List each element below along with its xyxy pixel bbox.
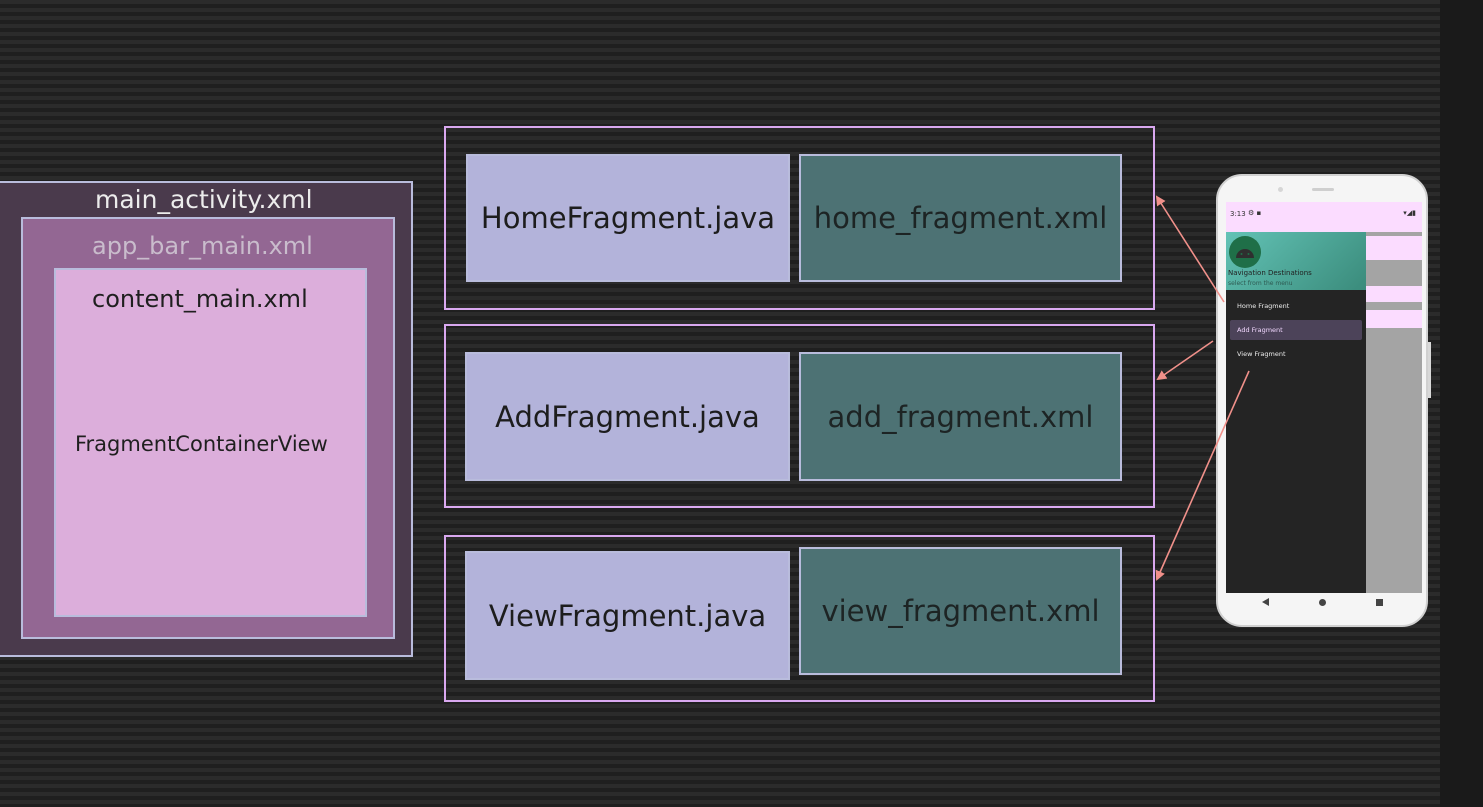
phone-side-button — [1428, 342, 1431, 398]
drawer-item-add[interactable]: Add Fragment — [1230, 320, 1362, 340]
fragment-container-label: FragmentContainerView — [75, 432, 328, 456]
nav-recents-icon[interactable] — [1376, 599, 1383, 606]
view-fragment-xml-box: view_fragment.xml — [799, 547, 1122, 675]
app-toolbar-strip — [1366, 236, 1422, 260]
status-bar: 3:13 ⚙ ▪ ▾◢▮ — [1226, 202, 1422, 232]
content-main-box — [54, 268, 367, 617]
view-fragment-group — [444, 535, 1155, 702]
navigation-drawer: Navigation Destinations select from the … — [1226, 232, 1366, 593]
phone-screen: 3:13 ⚙ ▪ ▾◢▮ Navigation Destinations sel… — [1226, 202, 1422, 593]
content-card-1 — [1366, 286, 1422, 302]
phone-mockup: 3:13 ⚙ ▪ ▾◢▮ Navigation Destinations sel… — [1216, 174, 1428, 627]
add-fragment-java-box: AddFragment.java — [465, 352, 790, 481]
drawer-title: Navigation Destinations — [1228, 269, 1312, 277]
phone-speaker — [1312, 188, 1334, 191]
drawer-header: Navigation Destinations select from the … — [1226, 232, 1366, 290]
home-fragment-java-box: HomeFragment.java — [466, 154, 790, 282]
drawer-subtitle: select from the menu — [1228, 280, 1293, 287]
view-fragment-java-box: ViewFragment.java — [465, 551, 790, 680]
app-bar-main-label: app_bar_main.xml — [92, 232, 313, 260]
content-main-label: content_main.xml — [92, 285, 308, 313]
nav-home-icon[interactable] — [1319, 599, 1326, 606]
android-avatar-icon — [1229, 236, 1261, 268]
main-activity-label: main_activity.xml — [95, 185, 313, 214]
arrow-home-fragment — [1155, 195, 1225, 303]
phone-camera — [1278, 187, 1283, 192]
content-card-2 — [1366, 310, 1422, 328]
arrow-add-fragment — [1156, 340, 1214, 381]
add-fragment-group — [444, 324, 1155, 508]
nav-back-icon[interactable] — [1262, 598, 1269, 606]
right-edge-strip — [1440, 0, 1483, 807]
arrow-view-fragment — [1155, 370, 1250, 581]
drawer-item-home[interactable]: Home Fragment — [1237, 302, 1290, 310]
status-time: 3:13 — [1230, 210, 1246, 218]
drawer-item-view[interactable]: View Fragment — [1237, 350, 1286, 358]
add-fragment-xml-box: add_fragment.xml — [799, 352, 1122, 481]
home-fragment-group — [444, 126, 1155, 310]
status-notification-icons: ⚙ ▪ — [1248, 209, 1262, 217]
status-signal-battery-icons: ▾◢▮ — [1403, 209, 1416, 217]
home-fragment-xml-box: home_fragment.xml — [799, 154, 1122, 282]
